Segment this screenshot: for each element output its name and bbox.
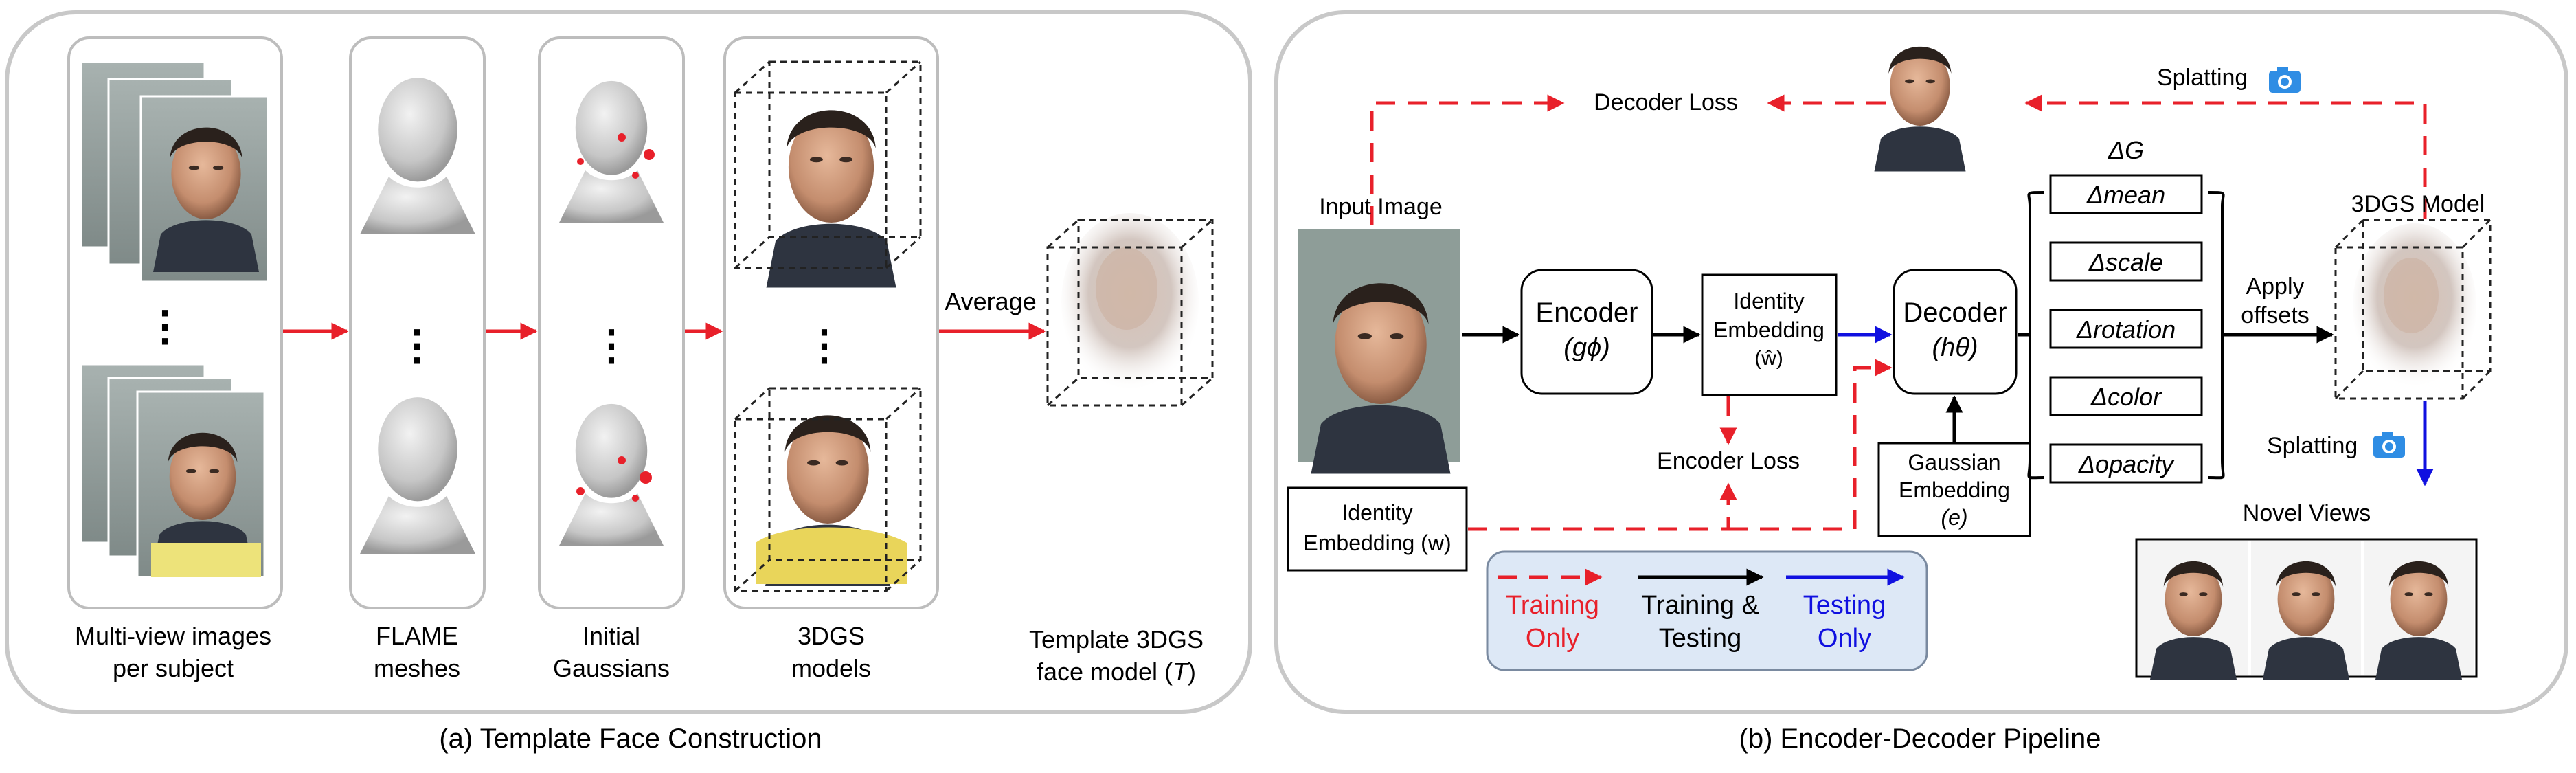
pipeline-panel-caption: (b) Encoder-Decoder Pipeline [1739,724,2101,754]
ellipsis-flame: ⋮ [396,322,438,368]
gaussians-frame [538,36,685,609]
apply-offsets-line2: offsets [2241,302,2309,328]
flame-label-line2: meshes [373,654,461,682]
arrow-w-to-encoder-loss [1468,482,1737,531]
multiview-images-top [80,60,269,283]
splatting-top-label: Splatting [2157,65,2248,91]
arrow-w-to-decoder-train [1728,359,1893,531]
delta-box-0 [2049,174,2203,214]
flame-mesh-bottom [360,397,475,554]
3dgs-model-cube-bottom [734,387,922,592]
input-image [1298,229,1460,474]
legend-training-testing-line2: Testing [1658,624,1742,653]
encoder-name: Encoder [1535,298,1638,328]
encoder-loss-label: Encoder Loss [1657,448,1800,474]
delta-box-1 [2049,241,2203,282]
multiview-frame [67,36,283,609]
apply-offsets-line1: Apply [2246,273,2305,300]
arrow-model-to-render-splatting [2024,94,2427,219]
delta-right-bracket [2208,191,2225,480]
template-label-line1: Template 3DGS [1028,625,1204,653]
multiview-images-bottom [80,363,266,579]
legend-training-only-line2: Only [1525,624,1580,653]
legend-testing-only-line2: Only [1817,624,1872,653]
multiview-label-line2: per subject [112,654,234,682]
identity-w-line2: Embedding (w) [1303,530,1451,555]
identity-hat-symbol: (ŵ) [1754,347,1783,370]
template-label-close: ) [1188,658,1197,686]
average-label: Average [945,287,1037,315]
3dgs-model-cube-top [734,60,922,288]
gaussian-embedding-line1: Gaussian [1908,450,2001,475]
gaussian-embedding-line2: Embedding [1899,478,2010,502]
legend-training-testing-line1: Training & [1641,591,1759,620]
decoder-render-face [1874,46,1966,172]
gaussians-label-line1: Initial [582,622,641,650]
legend-training-only-line1: Training [1506,591,1599,620]
delta-label-0: Δmean [2086,181,2166,209]
encoder-symbol: (gϕ) [1563,333,1610,362]
flame-frame [349,36,486,609]
gaussian-embedding-symbol: (e) [1941,505,1968,530]
3dgs-label-line1: 3DGS [797,622,866,650]
multiview-label-line1: Multi-view images [74,622,272,650]
template-face-cube [1046,213,1214,407]
delta-label-2: Δrotation [2076,315,2176,344]
identity-embedding-hat-box [1701,273,1838,396]
delta-box-2 [2049,309,2203,349]
camera-icon-top [2269,67,2301,93]
template-label-line2: face model (T) [1037,658,1196,686]
arrow-input-to-decoder-loss [1370,94,1565,225]
initial-gaussians-top [559,80,664,223]
3dgs-model-label: 3DGS Model [2351,191,2485,217]
decoder-box [1893,269,2018,395]
gaussians-label-line2: Gaussians [552,654,670,682]
flame-label-line1: FLAME [375,622,459,650]
delta-label-1: Δscale [2088,248,2164,276]
ellipsis-multiview: ⋮ [144,303,185,349]
input-image-label: Input Image [1319,194,1443,220]
delta-left-bracket [2027,191,2044,480]
camera-icon-bottom [2373,432,2405,458]
ellipsis-3dgs: ⋮ [804,322,845,368]
delta-g-label: ΔG [2108,136,2145,164]
template-symbol: T [1173,658,1188,686]
novel-views-label: Novel Views [2242,500,2371,526]
flame-mesh-top [360,78,475,235]
3dgs-frame [723,36,939,609]
identity-hat-line2: Embedding [1713,317,1824,342]
splatting-bottom-label: Splatting [2267,433,2358,459]
encoder-box [1520,269,1653,395]
delta-box-3 [2049,376,2203,416]
novel-views-panel [2135,538,2478,680]
template-panel-caption: (a) Template Face Construction [439,724,822,754]
decoder-loss-label: Decoder Loss [1594,89,1738,115]
initial-gaussians-bottom [559,403,664,546]
decoder-symbol: (hθ) [1932,333,1978,362]
delta-box-4 [2049,443,2203,484]
pipeline-3dgs-model-cube [2334,219,2492,400]
identity-embedding-w-box [1287,486,1468,572]
pipeline-panel-border [1274,10,2568,714]
template-panel-border [5,10,1252,714]
decoder-name: Decoder [1903,298,2007,328]
identity-hat-line1: Identity [1733,289,1805,313]
legend-testing-only-line1: Testing [1803,591,1886,620]
3dgs-label-line2: models [791,654,872,682]
gaussian-embedding-box [1877,442,2031,537]
template-label-text: face model ( [1036,658,1173,686]
delta-label-3: Δcolor [2090,383,2162,411]
ellipsis-gaussians: ⋮ [591,322,632,368]
identity-w-line1: Identity [1342,500,1413,525]
delta-label-4: Δopacity [2078,450,2174,478]
